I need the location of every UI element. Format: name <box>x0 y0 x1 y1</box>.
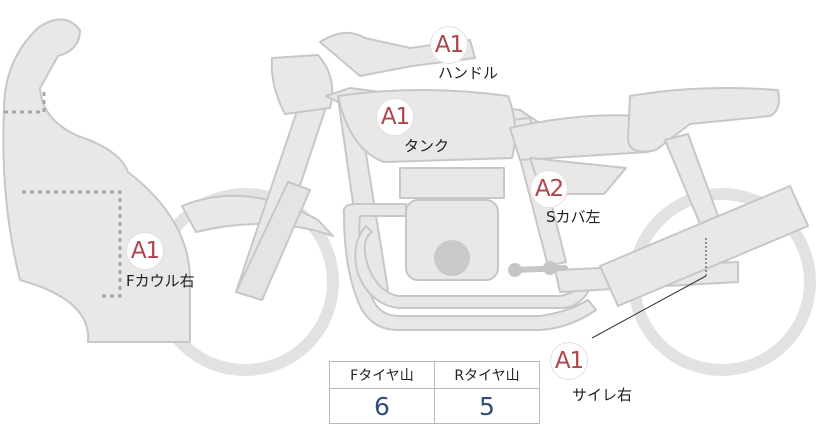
tire-tread-table: Fタイヤ山 Rタイヤ山 6 5 <box>329 361 540 424</box>
headlight <box>270 54 334 115</box>
side-cover-left-grade-badge: A2 <box>530 170 568 208</box>
exhaust-pipe-upper <box>354 225 589 309</box>
front-cowl-right-label: Fカウル右 <box>126 272 195 290</box>
silencer-right-label: サイレ右 <box>572 386 633 404</box>
rear-tread-value: 5 <box>434 388 540 424</box>
tank-label: タンク <box>404 137 450 155</box>
engine-case <box>434 240 470 276</box>
seat <box>627 87 780 153</box>
front-cowl-right-grade-badge: A1 <box>126 232 164 270</box>
engine-head <box>399 167 505 199</box>
tread-header-row: Fタイヤ山 Rタイヤ山 <box>329 361 540 389</box>
foot-peg <box>512 265 568 273</box>
silencer-right-grade-badge: A1 <box>550 342 588 380</box>
exhaust-pipe-lower <box>342 203 597 331</box>
fork-lower <box>235 181 311 301</box>
silencer <box>599 185 809 307</box>
handle-grade-badge: A1 <box>430 26 468 64</box>
side-cover-left-label: Sカバ左 <box>546 208 601 226</box>
tank-grade-badge: A1 <box>376 98 414 136</box>
front-tread-value: 6 <box>329 388 435 424</box>
tread-value-row: 6 5 <box>329 388 540 424</box>
handle-label: ハンドル <box>438 64 499 82</box>
rear-tread-header: Rタイヤ山 <box>434 361 540 389</box>
front-tread-header: Fタイヤ山 <box>329 361 435 389</box>
front-cowl <box>2 18 191 343</box>
